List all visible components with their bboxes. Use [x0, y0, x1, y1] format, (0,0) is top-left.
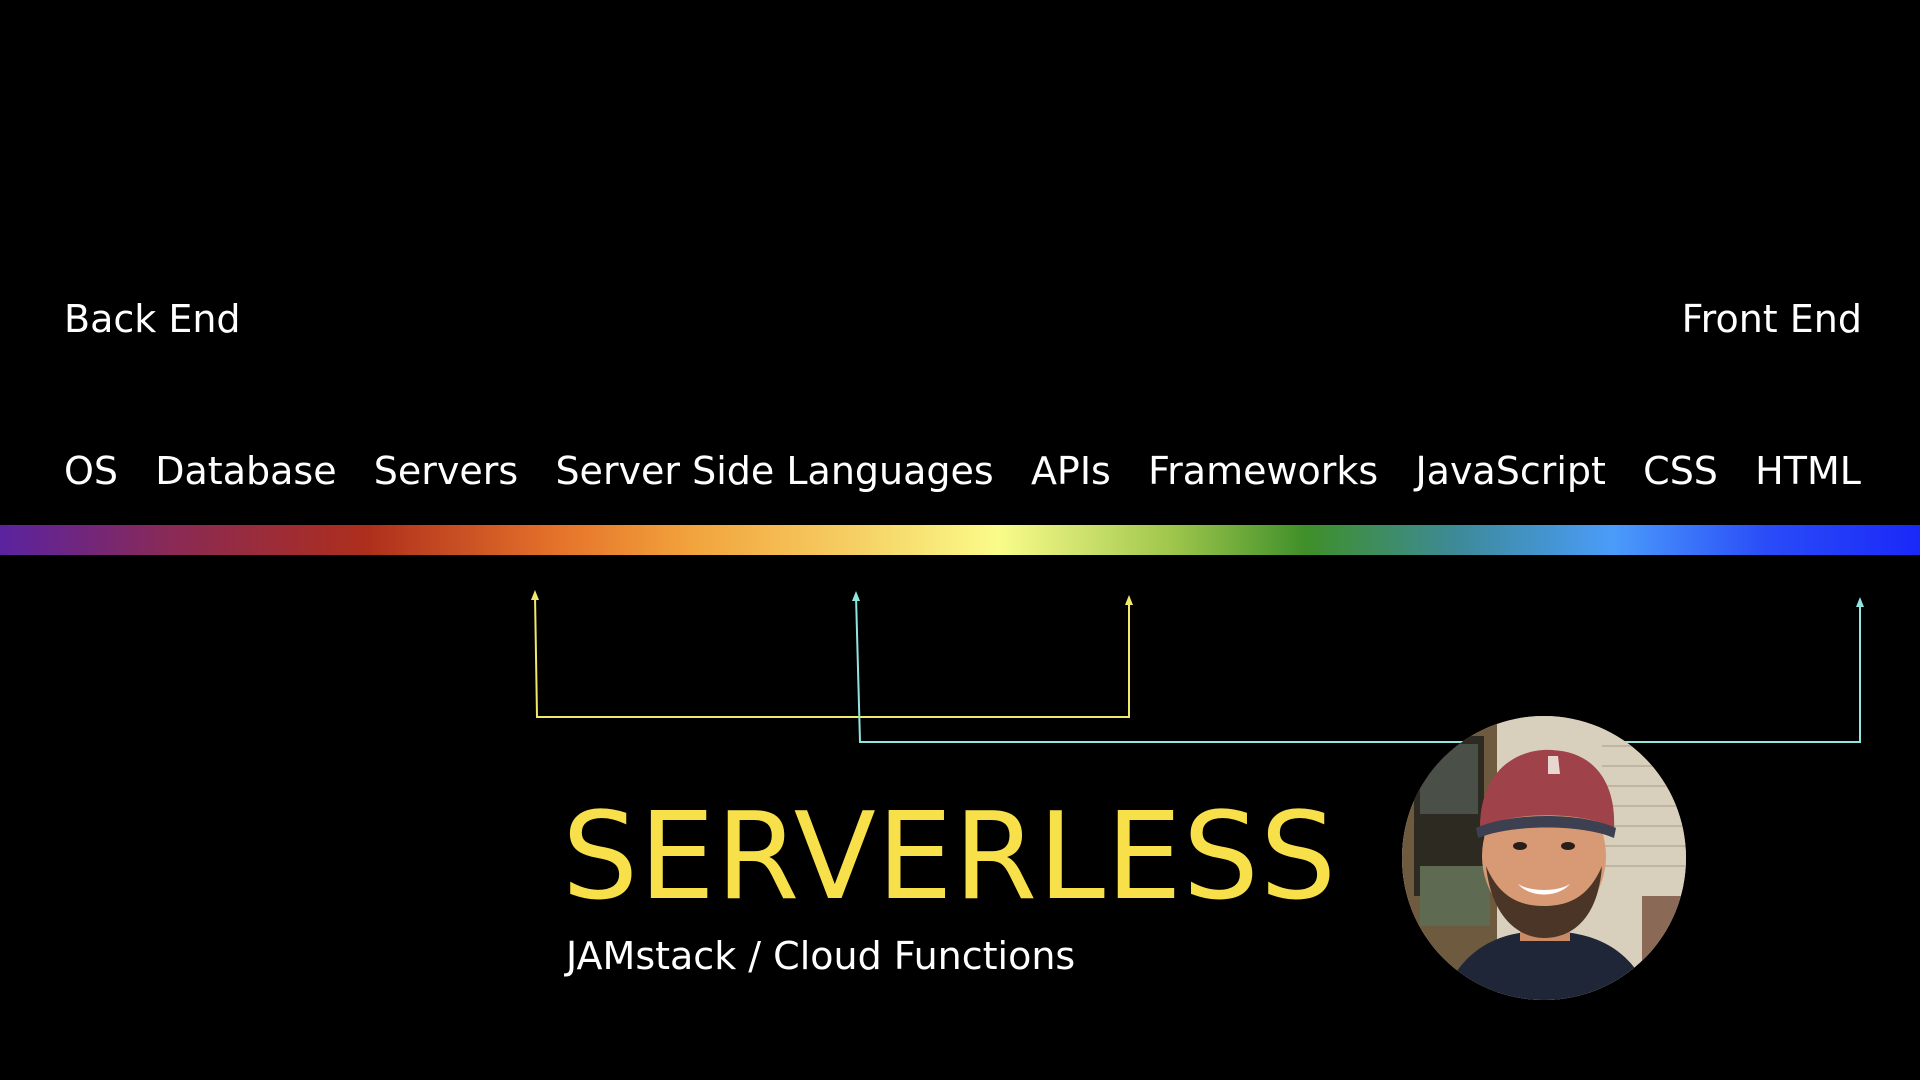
page-title: SERVERLESS — [562, 788, 1338, 927]
stack-item-database: Database — [155, 449, 337, 493]
back-end-label: Back End — [64, 297, 241, 341]
stack-item-html: HTML — [1755, 449, 1861, 493]
stack-item-servers: Servers — [373, 449, 519, 493]
front-end-label: Front End — [1681, 297, 1862, 341]
jamstack-range-bracket — [852, 591, 1864, 743]
stack-item-server-side-languages: Server Side Languages — [555, 449, 994, 493]
avatar — [1402, 716, 1686, 1000]
stack-item-frameworks: Frameworks — [1148, 449, 1379, 493]
stack-item-apis: APIs — [1030, 449, 1111, 493]
serverless-range-bracket — [531, 590, 1133, 718]
spectrum-bar — [0, 525, 1920, 555]
page-subtitle: JAMstack / Cloud Functions — [566, 934, 1076, 978]
stack-layers: OS Database Servers Server Side Language… — [64, 443, 1861, 499]
stack-item-css: CSS — [1643, 449, 1718, 493]
stack-item-os: OS — [64, 449, 119, 493]
stack-item-javascript: JavaScript — [1415, 449, 1606, 493]
